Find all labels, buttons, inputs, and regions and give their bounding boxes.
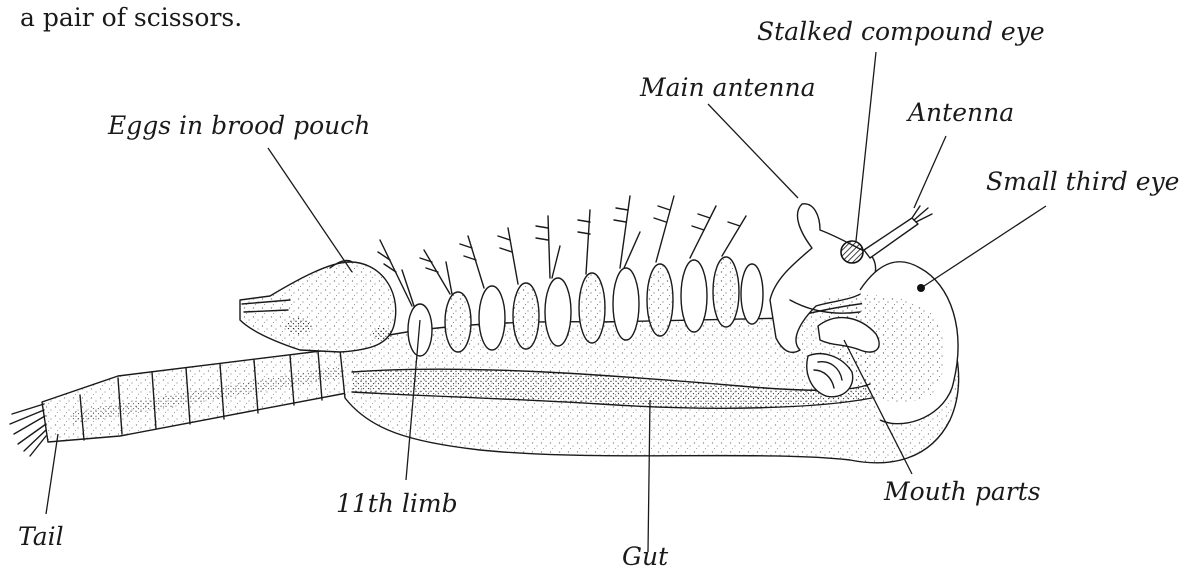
label-main-antenna: Main antenna [639,73,816,102]
label-tail: Tail [18,522,64,551]
label-stalked-compound-eye: Stalked compound eye [757,17,1045,46]
lead-antenna [914,136,946,208]
label-11th-limb: 11th limb [336,489,458,518]
lead-stalked-eye [856,52,876,241]
brood-pouch [240,260,396,352]
label-mouth-parts: Mouth parts [883,477,1041,506]
lead-eggs [268,148,352,272]
label-gut: Gut [622,542,669,567]
lead-tail [46,434,58,514]
lead-third-eye [924,206,1046,286]
label-antenna: Antenna [906,98,1014,127]
label-small-third-eye: Small third eye [986,167,1179,196]
lead-main-antenna [708,104,798,198]
label-eggs-in-brood-pouch: Eggs in brood pouch [107,111,370,140]
abdomen [42,348,352,442]
tail-bristles [10,404,46,456]
